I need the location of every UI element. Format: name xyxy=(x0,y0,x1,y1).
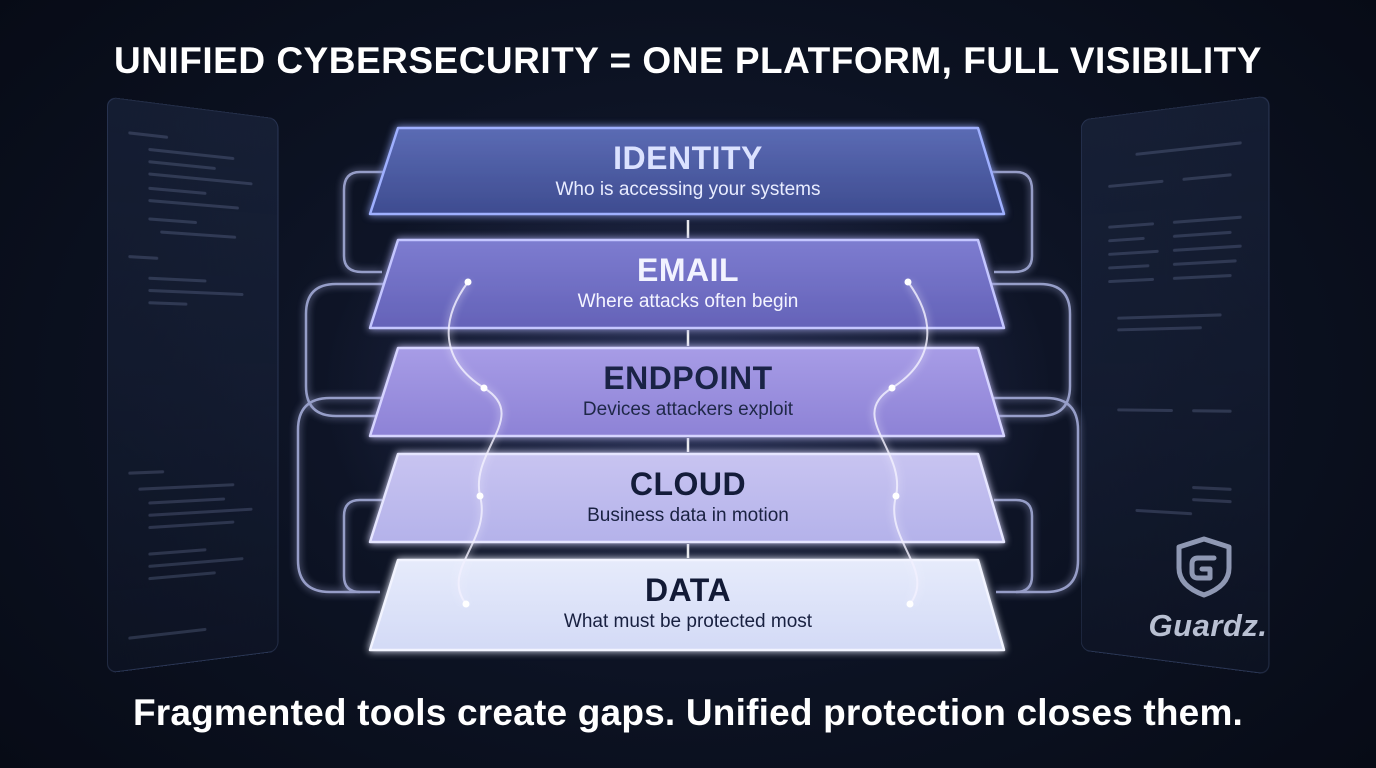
layer-description: Who is accessing your systems xyxy=(555,179,821,200)
layer-endpoint xyxy=(368,346,1006,438)
layer-title: IDENTITY xyxy=(613,140,763,176)
layer-title: DATA xyxy=(644,572,732,608)
layer-identity-label: IDENTITY Who is accessing your systems xyxy=(388,140,988,202)
layer-title: ENDPOINT xyxy=(603,360,773,396)
layer-data-label: DATA What must be protected most xyxy=(388,572,988,634)
layer-description: Where attacks often begin xyxy=(577,291,799,312)
connector-loops xyxy=(296,170,1080,594)
layer-cloud-label: CLOUD Business data in motion xyxy=(388,466,988,528)
flow-nodes xyxy=(462,278,914,608)
layer-email-label: EMAIL Where attacks often begin xyxy=(388,252,988,314)
headline: UNIFIED CYBERSECURITY = ONE PLATFORM, FU… xyxy=(114,40,1262,81)
layer-title: CLOUD xyxy=(629,466,747,502)
layer-identity xyxy=(368,126,1006,216)
guardz-shield-icon xyxy=(1176,536,1232,598)
inner-flow-curves xyxy=(447,281,929,605)
layer-title: EMAIL xyxy=(636,252,740,288)
layer-description: Business data in motion xyxy=(587,505,789,526)
layer-email xyxy=(368,238,1006,330)
tagline: Fragmented tools create gaps. Unified pr… xyxy=(132,692,1244,733)
guardz-logo: Guardz. xyxy=(1128,536,1288,646)
layer-cloud xyxy=(368,452,1006,544)
layer-description: What must be protected most xyxy=(563,611,813,632)
layer-endpoint-label: ENDPOINT Devices attackers exploit xyxy=(388,360,988,422)
layer-description: Devices attackers exploit xyxy=(582,399,794,420)
guardz-wordmark: Guardz. xyxy=(1148,608,1268,643)
layer-data xyxy=(368,558,1006,652)
